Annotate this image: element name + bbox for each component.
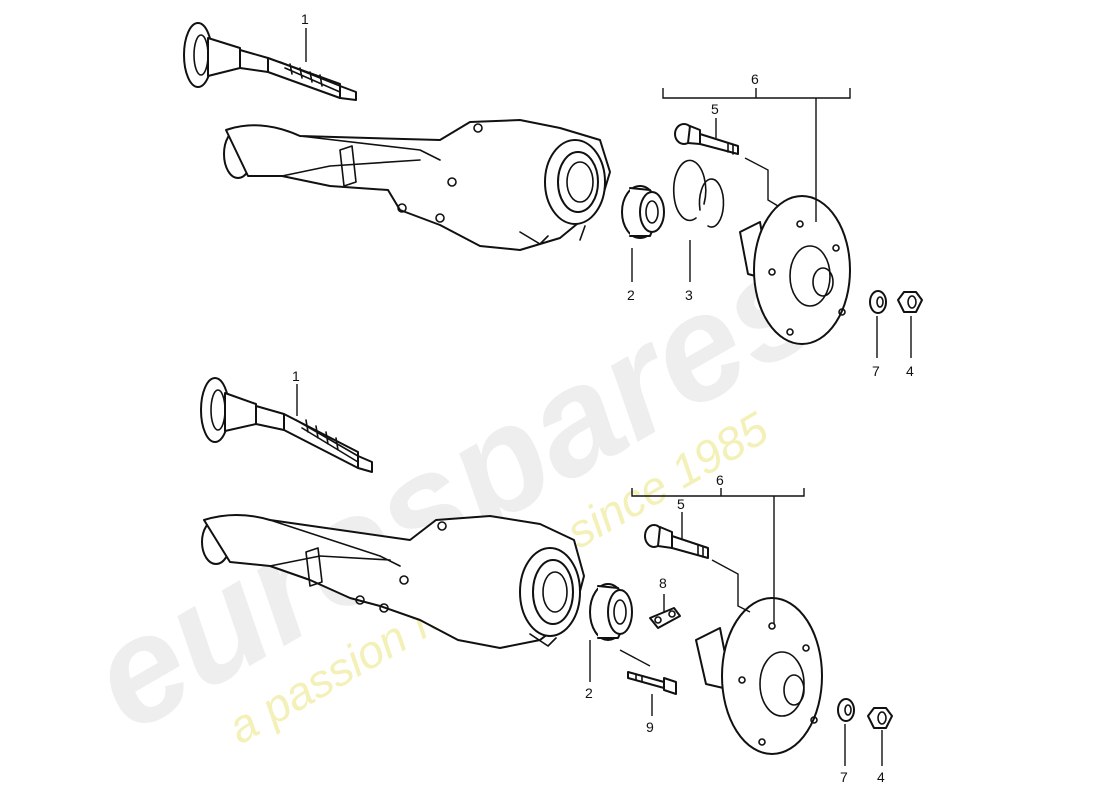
lower-trailing-arm [201,514,585,649]
upper-wheel-bearing [621,185,665,239]
upper-callout-circlip: 3 [685,287,693,303]
upper-callouts: 1 6 5 2 3 7 4 [301,11,914,379]
upper-callout-nut: 4 [906,363,914,379]
lower-callouts: 1 6 5 8 2 9 7 4 [292,368,885,785]
lower-callout-small-bolt: 9 [646,719,654,735]
lower-callout-lock-plate: 8 [659,575,667,591]
upper-callout-wheel-bearing: 2 [627,287,635,303]
upper-nut [897,291,923,313]
lower-axle-shaft [200,377,373,473]
upper-circlip [672,159,725,228]
upper-callout-bolt: 5 [711,101,719,117]
lower-callout-axle-shaft: 1 [292,368,300,384]
upper-wheel-hub [739,195,851,345]
upper-washer [869,290,887,314]
lower-callout-washer: 7 [840,769,848,785]
lower-callout-hub-group: 6 [716,472,724,488]
lower-callout-bolt: 5 [677,496,685,512]
lower-leader-lines [296,384,883,766]
upper-axle-shaft [183,22,357,101]
upper-callout-washer: 7 [872,363,880,379]
lower-lock-plate [649,607,681,629]
upper-assembly: 1 6 5 2 3 7 4 [183,11,923,379]
lower-wheel-hub [695,597,823,755]
lower-washer [837,698,855,722]
upper-trailing-arm [223,119,611,251]
lower-small-bolt [627,671,677,695]
lower-nut [867,707,893,729]
upper-callout-axle-shaft: 1 [301,11,309,27]
lower-callout-nut: 4 [877,769,885,785]
lower-callout-wheel-bearing: 2 [585,685,593,701]
upper-callout-hub-group: 6 [751,71,759,87]
lower-wheel-bearing [589,583,633,641]
lower-bolt [644,524,709,559]
upper-leader-lines [305,28,912,358]
upper-bolt [674,123,739,155]
lower-assembly: 1 6 5 8 2 9 7 4 [200,368,893,785]
